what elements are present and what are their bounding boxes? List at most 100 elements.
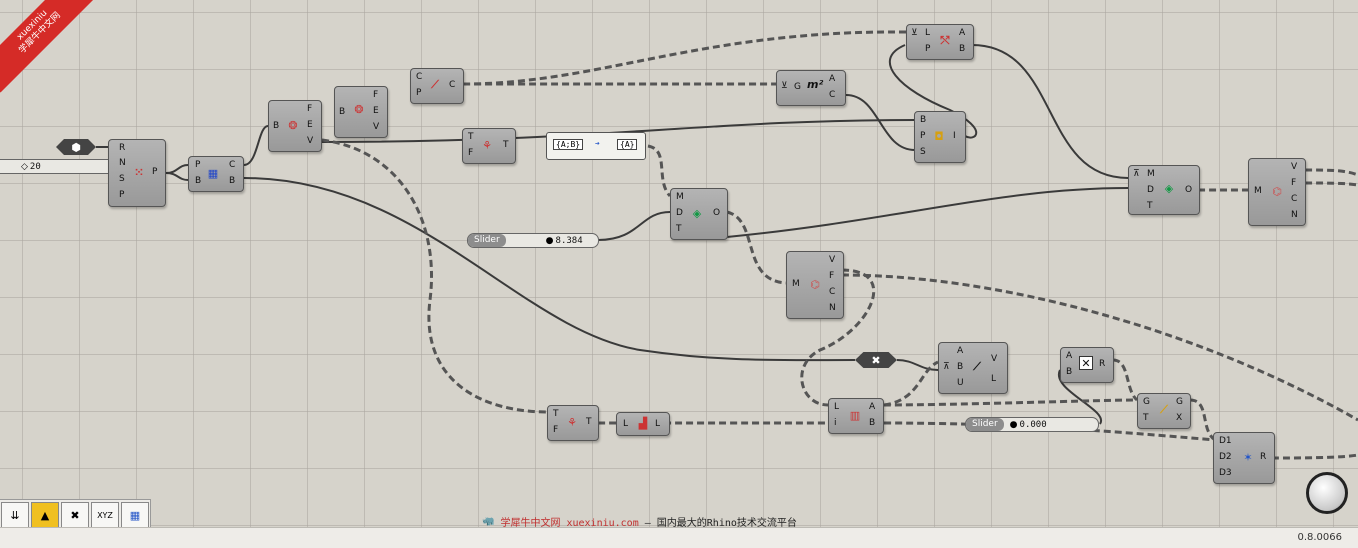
port-n: N: [119, 158, 126, 168]
port-o: O: [1185, 185, 1193, 195]
port-b: B: [957, 362, 964, 372]
port-b: B: [869, 418, 876, 428]
port-s: S: [119, 174, 125, 184]
port-d2: D2: [1219, 452, 1232, 462]
deconstruct-mesh-icon: ⌬: [810, 277, 820, 291]
panel-left-label: {A;B}: [553, 139, 584, 150]
port-i: i: [834, 418, 837, 428]
nut-icon: ⬢: [71, 140, 81, 154]
port-l-out: L: [655, 419, 661, 429]
port-m: M: [1254, 186, 1262, 196]
panel-right-label: {A}: [617, 139, 638, 150]
mesh-join-component-2[interactable]: ⊼ M D T O ◈: [1128, 165, 1200, 215]
number-slider-mid[interactable]: Slider ● 8.384: [467, 233, 599, 248]
data-panel[interactable]: {A;B} ➔ {A}: [546, 132, 646, 160]
deconstruct-brep-2[interactable]: B F E V ❂: [334, 86, 388, 138]
port-u: U: [957, 378, 964, 388]
port-i: I: [953, 131, 956, 141]
vector-component[interactable]: D1 D2 D3 R ✶: [1213, 432, 1275, 484]
port-n: N: [1291, 210, 1298, 220]
voronoi-component[interactable]: P B C B ▦: [188, 156, 244, 192]
area-component[interactable]: ⊻ G m² A C: [776, 70, 846, 106]
navigation-wheel[interactable]: [1306, 472, 1348, 514]
port-p: P: [416, 88, 422, 98]
line-component[interactable]: A ⊼ B U V L ⟋: [938, 342, 1008, 394]
port-b: B: [959, 44, 966, 54]
move-icon: ⟋: [1160, 403, 1168, 416]
bake-icon[interactable]: ⇊: [1, 502, 29, 528]
version-label: 0.8.0066: [1297, 532, 1342, 543]
cross-param[interactable]: ✖: [855, 352, 897, 368]
deconstruct-brep-1[interactable]: B F E V ❂: [268, 100, 322, 152]
wires-layer: [95, 30, 1358, 460]
port-c-out: C: [449, 80, 456, 90]
number-slider-low[interactable]: Slider ● 0.000: [965, 417, 1099, 432]
port-m: M: [792, 279, 800, 289]
wire: [883, 360, 939, 407]
wire: [845, 94, 916, 151]
mesh-icon: ◈: [692, 206, 702, 220]
number-slider-left[interactable]: ◇ 20: [0, 159, 120, 174]
index-icon: ▥: [849, 408, 861, 422]
deconstruct-mesh-2[interactable]: M V F C N ⌬: [1248, 158, 1306, 226]
port-r: R: [1260, 452, 1267, 462]
port-t-out: T: [586, 417, 592, 427]
voronoi-icon: ▦: [207, 166, 219, 180]
port-c: C: [229, 160, 236, 170]
wire: [462, 30, 907, 86]
transform-component[interactable]: G T G X ⟋: [1137, 393, 1191, 429]
split-icon: ⤲: [940, 34, 950, 47]
port-d3: D3: [1219, 468, 1232, 478]
wire: [1112, 358, 1139, 402]
grasshopper-canvas[interactable]: xuexiniu 学犀牛中文网 ⬢ ◇ 20 R N S P P ⁙ P B C…: [0, 0, 1358, 527]
wire: [883, 398, 1138, 407]
wire: [321, 138, 549, 414]
collapse-icon: ⊼: [1133, 169, 1140, 179]
port-l: L: [991, 374, 997, 384]
port-x: X: [1176, 413, 1183, 423]
list-index-component[interactable]: L i A B ▥: [828, 398, 884, 434]
tree-branch-1[interactable]: T F T ⚘: [462, 128, 516, 164]
port-t: T: [1143, 413, 1149, 423]
collapse-icon: ⊻: [911, 28, 918, 38]
graph-icon[interactable]: ▲: [31, 502, 59, 528]
port-b-out: B: [229, 176, 236, 186]
port-t-out: T: [503, 140, 509, 150]
port-e: E: [307, 120, 313, 130]
slider-handle-icon: ●: [1009, 419, 1018, 430]
deconstruct-mesh-1[interactable]: M V F C N ⌬: [786, 251, 844, 319]
wire: [165, 172, 189, 181]
port-m: M: [676, 192, 684, 202]
port-a: A: [959, 28, 966, 38]
mesh-join-component-1[interactable]: M D T O ◈: [670, 188, 728, 240]
port-o: O: [713, 208, 721, 218]
slider-mid-value: 8.384: [555, 235, 583, 246]
line-icon: ⟋: [973, 360, 981, 373]
list-item-component[interactable]: ⊻ L P A B ⤲: [906, 24, 974, 60]
wire: [1057, 369, 1103, 425]
wire: [243, 125, 269, 166]
boolean-split-component[interactable]: B P S I ◘: [914, 111, 966, 163]
points-icon[interactable]: ▦: [121, 502, 149, 528]
hex-param[interactable]: ⬢: [56, 139, 96, 155]
port-c: C: [829, 90, 836, 100]
curve-icon: ⟋: [431, 78, 439, 91]
port-p: P: [925, 44, 931, 54]
list-length-component[interactable]: L L ▟: [616, 412, 670, 436]
port-t: T: [1147, 201, 1153, 211]
port-f: F: [373, 90, 379, 100]
port-r: R: [119, 143, 126, 153]
brep-icon: ❂: [354, 102, 364, 116]
populate-component[interactable]: R N S P P ⁙: [108, 139, 166, 207]
wire: [800, 268, 876, 407]
clear-icon[interactable]: ✖: [61, 502, 89, 528]
curve-point-component[interactable]: C P C ⟋: [410, 68, 464, 104]
tree-branch-2[interactable]: T F T ⚘: [547, 405, 599, 441]
wire: [841, 273, 1358, 422]
wire: [1304, 168, 1358, 177]
xyz-icon[interactable]: XYZ: [91, 502, 119, 528]
port-a: A: [1066, 351, 1073, 361]
port-g: G: [794, 82, 801, 92]
tree-icon: ⚘: [567, 415, 577, 429]
multiply-component[interactable]: A B R ✕: [1060, 347, 1114, 383]
